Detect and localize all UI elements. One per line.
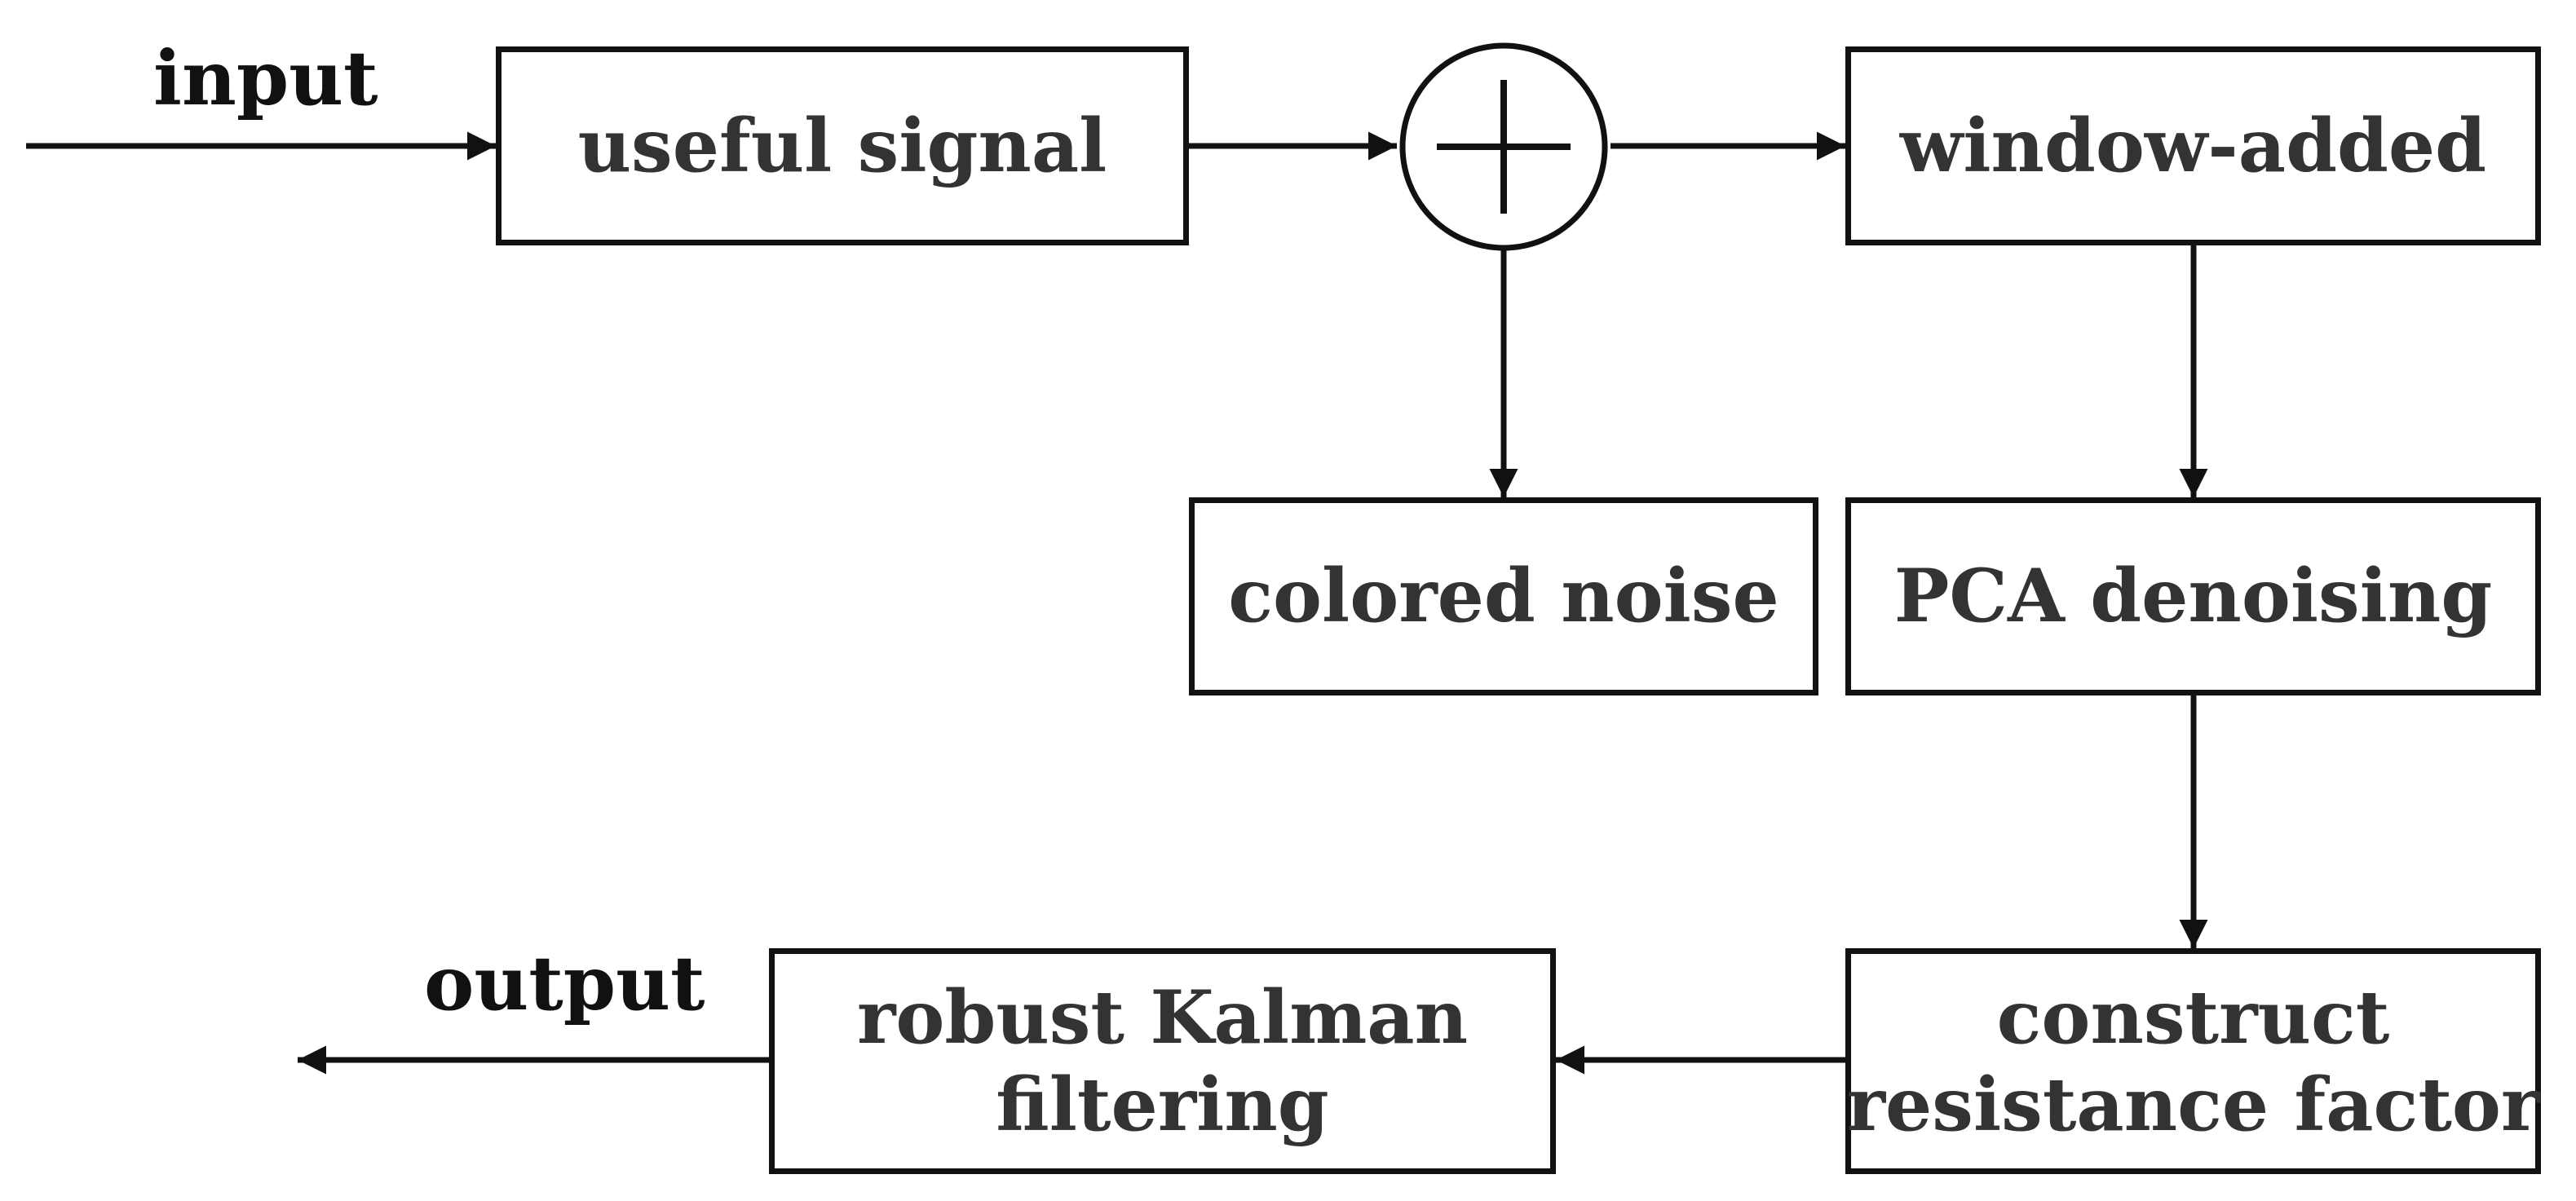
construct-resistance-factor-box: construct resistance factor (1845, 948, 2541, 1174)
input-label: input (153, 34, 378, 122)
sum-junction (1399, 42, 1608, 251)
output-label: output (424, 939, 705, 1027)
pca-denoising-box: PCA denoising (1845, 497, 2541, 695)
robust-kalman-filtering-box: robust Kalman filtering (769, 948, 1556, 1174)
window-added-label: window-added (1899, 102, 2487, 189)
colored-noise-label: colored noise (1228, 553, 1779, 640)
pca-denoising-label: PCA denoising (1893, 553, 2493, 640)
construct-resistance-factor-line-2: resistance factor (1846, 1061, 2540, 1148)
useful-signal-box: useful signal (496, 46, 1189, 245)
robust-kalman-filtering-line-2: filtering (996, 1061, 1329, 1148)
robust-kalman-filtering-line-1: robust Kalman (856, 974, 1469, 1062)
colored-noise-box: colored noise (1189, 497, 1818, 695)
useful-signal-label: useful signal (577, 102, 1107, 189)
window-added-box: window-added (1845, 46, 2541, 245)
construct-resistance-factor-line-1: construct (1996, 974, 2390, 1062)
